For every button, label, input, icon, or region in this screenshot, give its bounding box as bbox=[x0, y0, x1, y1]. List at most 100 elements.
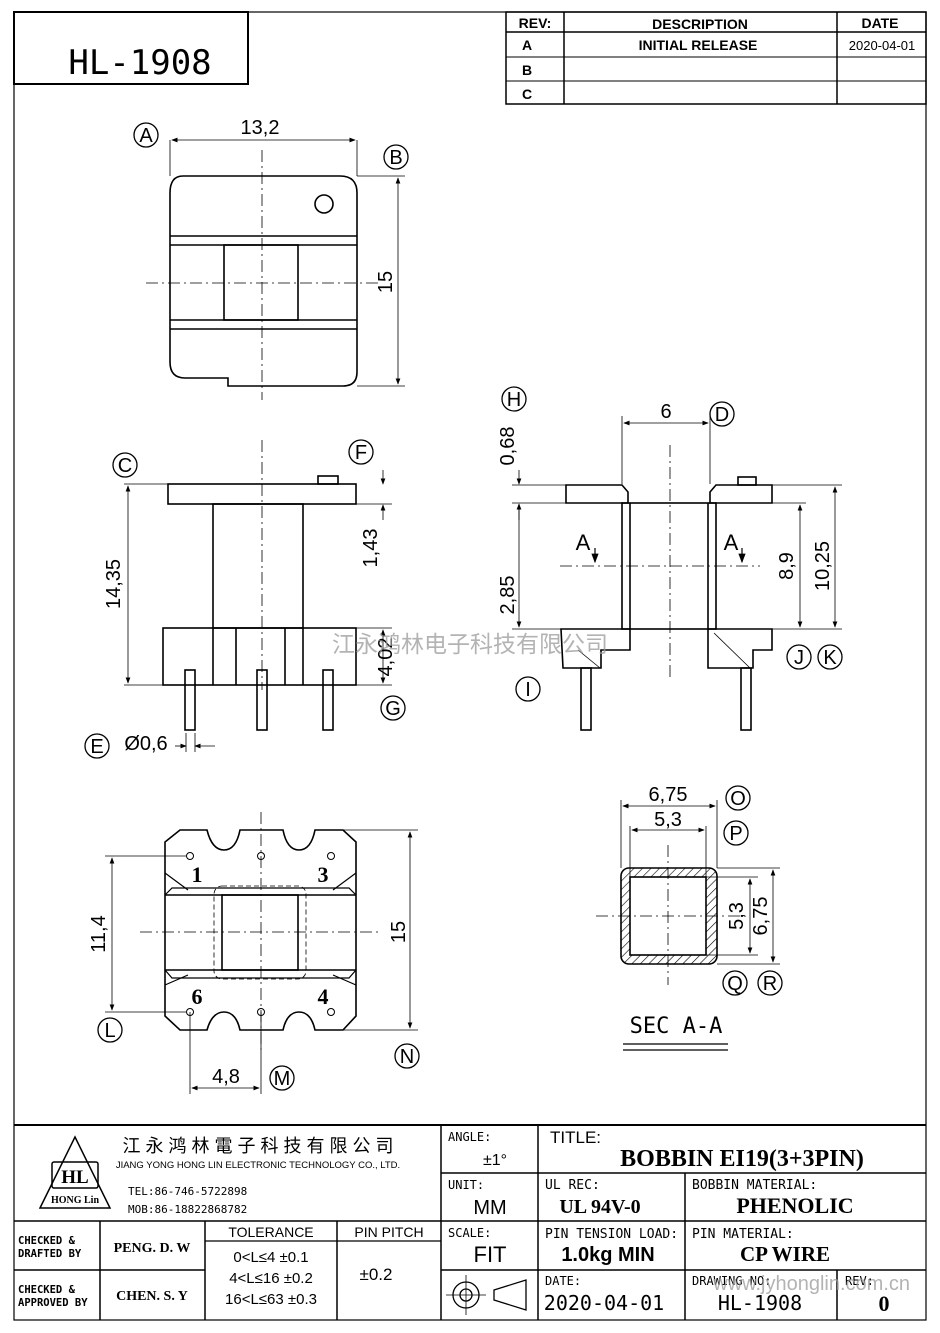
unit-label: UNIT: bbox=[448, 1178, 484, 1192]
callout-g: G bbox=[385, 698, 401, 720]
approved-name: CHEN. S. Y bbox=[116, 1289, 188, 1304]
drawing-no-value: HL-1908 bbox=[718, 1291, 802, 1315]
callout-e: E bbox=[90, 736, 103, 758]
dim-flange-thickness: 1,43 bbox=[360, 529, 382, 568]
drawing-no-label: DRAWING NO: bbox=[692, 1274, 771, 1288]
tolerance-row-2: 4<L≤16 ±0.2 bbox=[229, 1270, 313, 1287]
section-cut-left: A bbox=[576, 530, 591, 555]
pin-label-6: 6 bbox=[192, 984, 203, 1009]
pin-material-value: CP WIRE bbox=[740, 1242, 830, 1266]
section-view bbox=[596, 800, 780, 985]
unit-value: MM bbox=[473, 1197, 506, 1219]
scale-label: SCALE: bbox=[448, 1226, 491, 1240]
bobbin-material-label: BOBBIN MATERIAL: bbox=[692, 1178, 817, 1193]
ul-label: UL REC: bbox=[545, 1178, 600, 1193]
callout-c: C bbox=[118, 455, 132, 477]
front-view bbox=[124, 440, 392, 752]
date-header: DATE bbox=[861, 15, 898, 31]
callout-circle-k bbox=[817, 644, 843, 670]
company-en: JIANG YONG HONG LIN ELECTRONIC TECHNOLOG… bbox=[116, 1160, 400, 1171]
checked-drafted-label-2: DRAFTED BY bbox=[18, 1248, 82, 1260]
tolerance-row-1: 0<L≤4 ±0.1 bbox=[233, 1249, 308, 1266]
pin-label-4: 4 bbox=[318, 984, 329, 1009]
drawing-frame bbox=[13, 11, 927, 1321]
callout-i: I bbox=[525, 679, 531, 701]
pin-label-1: 1 bbox=[192, 862, 203, 887]
tolerance-header: TOLERANCE bbox=[228, 1224, 313, 1240]
section-cut-right: A bbox=[724, 530, 739, 555]
checked-drafted-label-1: CHECKED & bbox=[18, 1235, 76, 1247]
part-number-box: HL-1908 bbox=[13, 11, 249, 85]
rev-b: B bbox=[522, 62, 532, 78]
dim-base-offset: 2,85 bbox=[497, 576, 519, 615]
drafted-name: PENG. D. W bbox=[114, 1241, 191, 1256]
callout-f: F bbox=[355, 442, 367, 464]
checked-approved-label-2: APPROVED BY bbox=[18, 1297, 88, 1309]
dim-top-height: 15 bbox=[375, 271, 397, 293]
description-header: DESCRIPTION bbox=[652, 16, 748, 32]
dim-winding-height: 8,9 bbox=[776, 552, 798, 580]
callout-l: L bbox=[104, 1020, 115, 1042]
callout-m: M bbox=[274, 1068, 291, 1090]
callout-d: D bbox=[715, 404, 729, 426]
callout-k: K bbox=[823, 647, 837, 669]
dim-total-height: 10,25 bbox=[812, 541, 834, 591]
company-mob: MOB:86-18822868782 bbox=[128, 1203, 247, 1216]
rev-a-date: 2020-04-01 bbox=[849, 38, 916, 53]
dim-section-outer: 6,75 bbox=[649, 784, 688, 806]
callout-circle-p bbox=[723, 820, 749, 846]
callout-r: R bbox=[763, 973, 777, 995]
dim-base-height: 4,02 bbox=[375, 638, 397, 677]
dim-section-inner-v: 5,3 bbox=[726, 902, 748, 930]
part-number: HL-1908 bbox=[68, 43, 211, 83]
callout-circle-o bbox=[725, 785, 751, 811]
callout-circle-j bbox=[786, 644, 812, 670]
rev-a: A bbox=[522, 37, 532, 53]
top-view bbox=[146, 137, 405, 400]
callout-b: B bbox=[389, 147, 402, 169]
rev-header: REV: bbox=[519, 15, 552, 31]
rev-value: 0 bbox=[879, 1291, 890, 1316]
scale-value: FIT bbox=[474, 1242, 507, 1267]
angle-label: ANGLE: bbox=[448, 1130, 491, 1144]
callout-p: P bbox=[729, 823, 742, 845]
pin-pitch-header: PIN PITCH bbox=[354, 1224, 423, 1240]
side-view bbox=[512, 416, 842, 731]
callout-circle-b bbox=[383, 144, 409, 170]
dim-section-outer-v: 6,75 bbox=[750, 897, 772, 936]
callout-circle-q bbox=[722, 970, 748, 996]
ul-value: UL 94V-0 bbox=[559, 1196, 640, 1218]
callout-circle-n bbox=[394, 1043, 420, 1069]
callout-a: A bbox=[139, 125, 153, 147]
callout-circle-r bbox=[757, 970, 783, 996]
pin-material-label: PIN MATERIAL: bbox=[692, 1227, 794, 1242]
callout-o: O bbox=[730, 788, 746, 810]
watermark-url: www.jyhonglin.com.cn bbox=[712, 1273, 910, 1295]
company-tel: TEL:86-746-5722898 bbox=[128, 1185, 247, 1198]
pin-tension-label: PIN TENSION LOAD: bbox=[545, 1227, 678, 1242]
pin-label-3: 3 bbox=[318, 862, 329, 887]
callout-circle-a bbox=[133, 122, 159, 148]
logo-text: HL bbox=[61, 1167, 88, 1188]
callout-circle-i bbox=[515, 676, 541, 702]
dim-pin-diameter: Ø0,6 bbox=[124, 733, 167, 755]
dim-pin-pitch: 4,8 bbox=[212, 1066, 240, 1088]
callout-h: H bbox=[507, 389, 521, 411]
callout-circle-m bbox=[269, 1065, 295, 1091]
section-title-underline bbox=[623, 1043, 728, 1051]
callout-circle-h bbox=[501, 386, 527, 412]
dim-flange-top: 0,68 bbox=[497, 427, 519, 466]
dim-bottom-row-span: 11,4 bbox=[88, 915, 110, 952]
bottom-view bbox=[105, 812, 418, 1094]
dim-top-width: 13,2 bbox=[241, 117, 280, 139]
callout-circle-e bbox=[84, 733, 110, 759]
pin-pitch-value: ±0.2 bbox=[360, 1265, 393, 1284]
dim-overall-height: 14,35 bbox=[103, 559, 125, 609]
revision-table: REV: DESCRIPTION DATE A INITIAL RELEASE … bbox=[505, 11, 927, 105]
section-title: SEC A-A bbox=[630, 1014, 723, 1039]
callout-circle-g bbox=[380, 695, 406, 721]
callout-q: Q bbox=[727, 973, 743, 995]
logo-sub: HONG Lin bbox=[51, 1195, 100, 1206]
